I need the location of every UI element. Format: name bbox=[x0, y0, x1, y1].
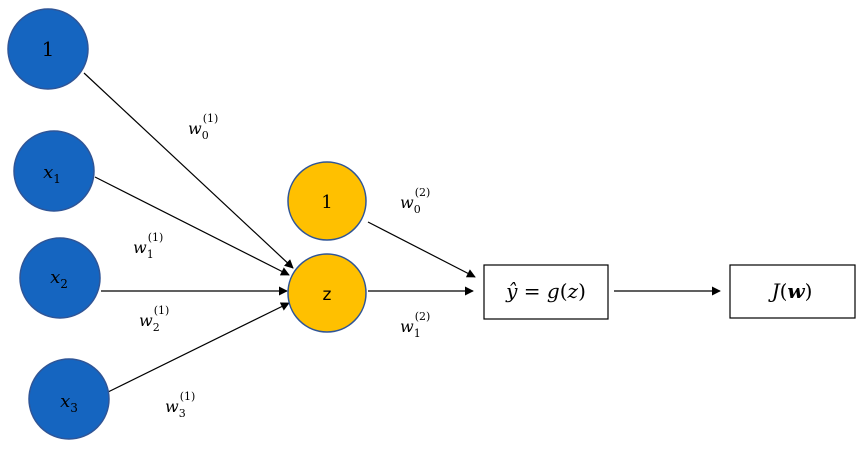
edges bbox=[83, 72, 721, 394]
edge-hidden-bias-to-output bbox=[367, 221, 476, 278]
edge-x3-to-z bbox=[105, 302, 290, 394]
bias-input-node bbox=[7, 8, 89, 90]
x3-input-label: x3 bbox=[60, 391, 78, 415]
bias-hidden-label: 1 bbox=[321, 192, 332, 213]
x1-input-label: x1 bbox=[43, 162, 61, 186]
z-node-label: z bbox=[323, 285, 332, 305]
edge-x1-to-z bbox=[94, 176, 290, 276]
weight-w0-1: w0(1) bbox=[188, 112, 218, 142]
x3-input-node bbox=[28, 358, 110, 440]
weight-labels: w0(1) w1(1) w2(1) w3(1) w0(2) w1(2) bbox=[133, 112, 430, 420]
weight-w2-1: w2(1) bbox=[139, 304, 169, 334]
weight-w1-1: w1(1) bbox=[133, 231, 163, 261]
x2-input-label: x2 bbox=[50, 267, 68, 291]
x1-input-node bbox=[13, 130, 95, 212]
weight-w0-2: w0(2) bbox=[400, 186, 430, 216]
input-layer: 1 x1 x2 x3 bbox=[7, 8, 110, 440]
weight-w3-1: w3(1) bbox=[165, 390, 195, 420]
output-box-frame bbox=[483, 264, 609, 320]
loss-box: J(w) bbox=[729, 264, 856, 319]
edge-bias-to-z bbox=[83, 72, 294, 269]
x2-input-node bbox=[19, 237, 101, 319]
bias-input-label: 1 bbox=[42, 37, 55, 61]
loss-box-frame bbox=[729, 264, 856, 319]
weight-w1-2: w1(2) bbox=[400, 310, 430, 340]
z-node bbox=[287, 253, 367, 333]
output-box: ŷ = g(z) bbox=[483, 264, 609, 320]
bias-hidden-node bbox=[287, 161, 367, 241]
hidden-layer: 1 z bbox=[287, 161, 367, 333]
output-equation: ŷ = g(z) bbox=[505, 279, 586, 303]
loss-function: J(w) bbox=[768, 279, 813, 303]
